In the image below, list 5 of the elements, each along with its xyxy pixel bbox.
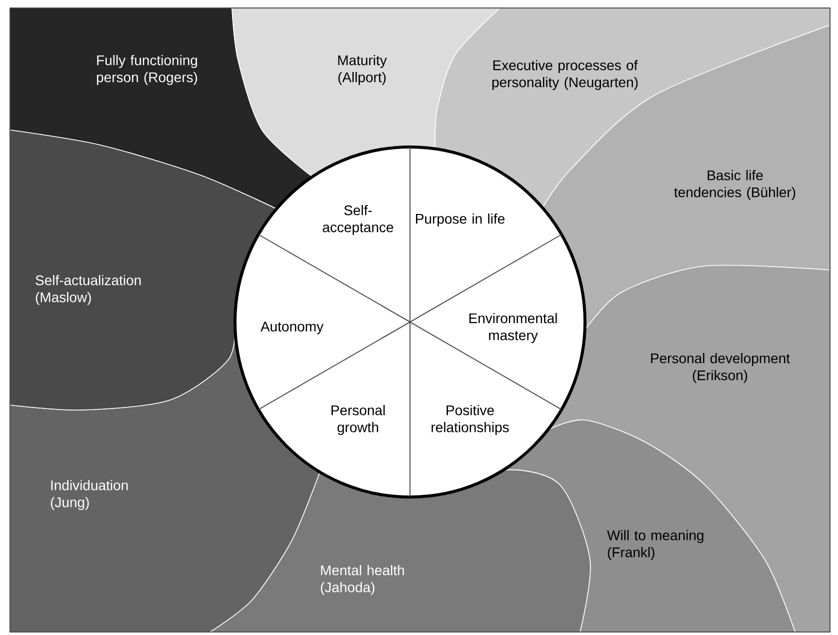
sector-label: Self-acceptance — [322, 204, 394, 236]
region-band: Fully functioning person (Rogers) — [10, 8, 313, 210]
sector-label: Purpose in life — [416, 213, 504, 227]
sector-label: Personal growth — [332, 404, 385, 436]
region-band: Mental health (Jahoda) — [210, 469, 591, 632]
